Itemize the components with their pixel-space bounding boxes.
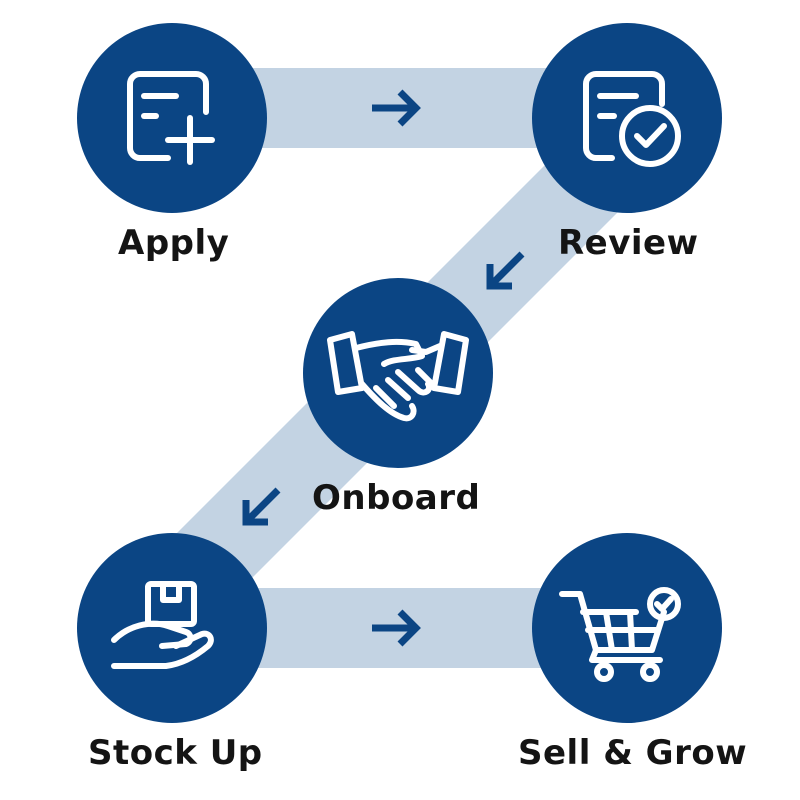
hand-holding-box-icon [111,581,214,669]
direction-arrows [242,89,525,647]
add-document-icon [127,71,215,165]
step-label-review: Review [558,223,699,263]
handshake-icon [327,331,469,422]
arrow-down-left-icon [242,487,281,526]
step-label-apply: Apply [118,223,230,263]
step-label-onboard: Onboard [312,478,481,518]
cart-check-icon [559,587,681,682]
step-label-stock-up: Stock Up [88,733,263,773]
step-label-sell-grow: Sell & Grow [518,733,748,773]
arrow-right-icon [372,609,421,647]
document-check-icon [583,71,681,167]
step-circle-apply [77,23,267,213]
arrow-right-icon [372,89,421,127]
arrow-down-left-icon [486,251,525,290]
